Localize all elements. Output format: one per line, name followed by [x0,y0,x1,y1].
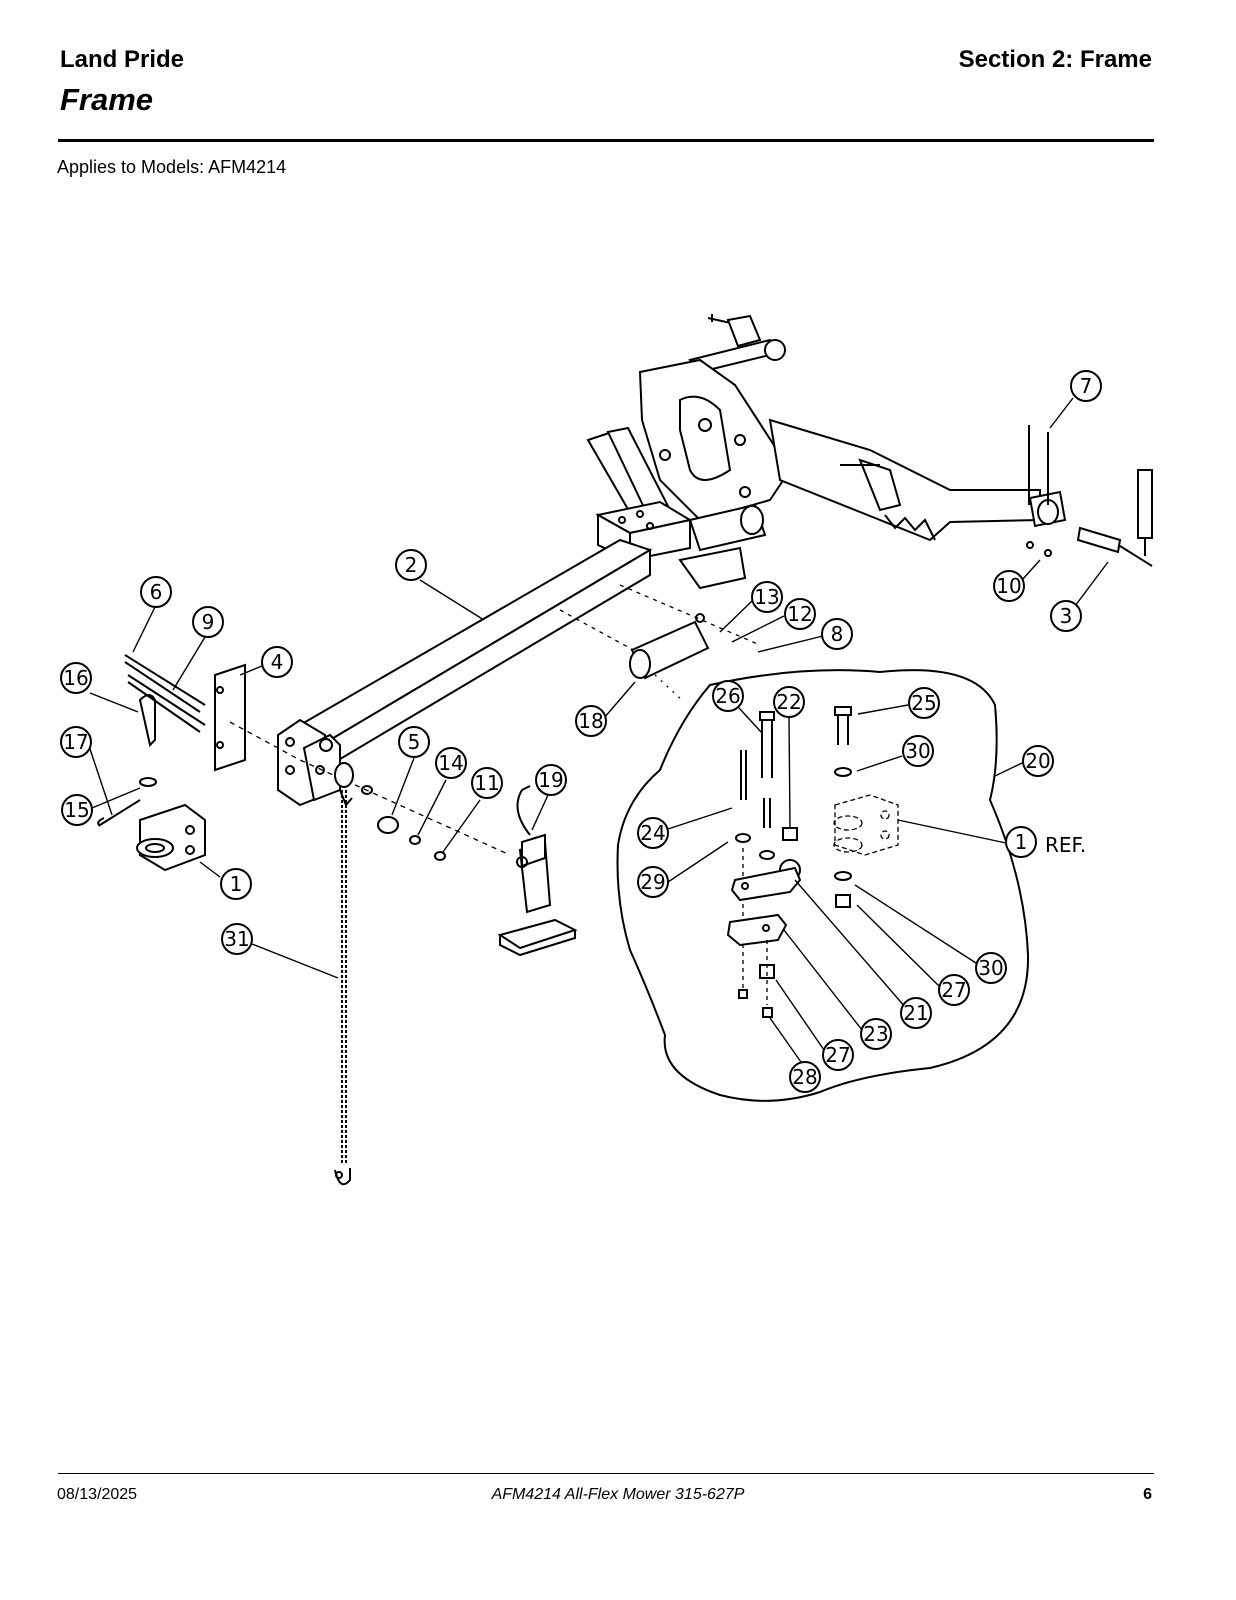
callout-2-num: 2 [405,553,418,577]
callout-8: 8 [821,618,853,650]
applies-to-models: Applies to Models: AFM4214 [57,157,287,177]
callout-3: 3 [1050,600,1082,632]
callout-3-num: 3 [1060,604,1073,628]
hitch-frame-drawing [586,314,1153,590]
callout-29: 29 [637,866,669,898]
leader-lines [88,397,1109,1073]
callout-25-num: 25 [911,691,936,715]
callout-16-num: 16 [63,666,88,690]
callout-27-lower-num: 27 [825,1043,850,1067]
callout-12-num: 12 [787,602,812,626]
callout-30-bottom: 30 [975,952,1007,984]
callout-15-num: 15 [64,798,89,822]
footer-rule [58,1473,1154,1474]
callout-21: 21 [900,997,932,1029]
page-title: Frame [60,82,154,117]
header-rule [58,139,1154,142]
callout-8-num: 8 [831,622,844,646]
callout-18: 18 [575,705,607,737]
callout-13-num: 13 [754,585,779,609]
callout-10: 10 [993,570,1025,602]
callout-17-num: 17 [63,730,88,754]
callout-17: 17 [60,726,92,758]
callout-6-num: 6 [150,580,163,604]
jack-drawing [497,613,710,957]
callout-30-bottom-num: 30 [978,956,1003,980]
footer-date: 08/13/2025 [57,1486,138,1503]
callout-1-ref: 1 REF. [1005,826,1086,858]
page-number: 6 [1143,1486,1152,1503]
callout-14-num: 14 [438,751,463,775]
ref-label: REF. [1045,833,1086,857]
callout-23-num: 23 [863,1022,888,1046]
section-title: Section 2: Frame [958,46,1152,73]
callout-9-num: 9 [202,610,215,634]
callout-27-lower: 27 [822,1039,854,1071]
callout-25: 25 [908,687,940,719]
callout-28-num: 28 [792,1065,817,1089]
callout-1-left: 1 [220,868,252,900]
brand-name: Land Pride [60,46,185,73]
callout-24-num: 24 [640,821,665,845]
callout-28: 28 [789,1061,821,1093]
callout-7-num: 7 [1080,374,1093,398]
callout-27-upper-num: 27 [941,978,966,1002]
footer-document-title: AFM4214 All-Flex Mower 315-627P [491,1486,745,1503]
detail-bubble-drawing [616,669,1030,1102]
callout-31: 31 [221,923,253,955]
callout-24: 24 [637,817,669,849]
callout-6: 6 [140,576,172,608]
left-hardware-drawing [97,654,511,1186]
callout-31-num: 31 [224,927,249,951]
callout-15: 15 [61,794,93,826]
callout-19: 19 [535,764,567,796]
callout-12: 12 [784,598,816,630]
callout-30-top: 30 [902,735,934,767]
callout-20: 20 [1022,745,1054,777]
callout-29-num: 29 [640,870,665,894]
callout-13: 13 [751,581,783,613]
callout-4-num: 4 [271,650,284,674]
callout-18-num: 18 [578,709,603,733]
callout-20-num: 20 [1025,749,1050,773]
callout-23: 23 [860,1018,892,1050]
callout-16: 16 [60,662,92,694]
callout-labels: 7 2 10 3 13 12 8 6 [60,370,1102,1093]
callout-27-upper: 27 [938,974,970,1006]
callout-11: 11 [471,767,503,799]
callout-22: 22 [773,686,805,718]
callout-26: 26 [712,680,744,712]
callout-22-num: 22 [776,690,801,714]
callout-19-num: 19 [538,768,563,792]
callout-1-ref-num: 1 [1015,830,1028,854]
callout-26-num: 26 [715,684,740,708]
callout-10-num: 10 [996,574,1021,598]
callout-2: 2 [395,549,427,581]
callout-5: 5 [398,726,430,758]
tongue-drawing [277,538,761,807]
callout-14: 14 [435,747,467,779]
callout-30-top-num: 30 [905,739,930,763]
callout-21-num: 21 [903,1001,928,1025]
callout-5-num: 5 [408,730,421,754]
callout-11-num: 11 [474,771,499,795]
callout-9: 9 [192,606,224,638]
callout-4: 4 [261,646,293,678]
callout-1-left-num: 1 [230,872,243,896]
callout-7: 7 [1070,370,1102,402]
